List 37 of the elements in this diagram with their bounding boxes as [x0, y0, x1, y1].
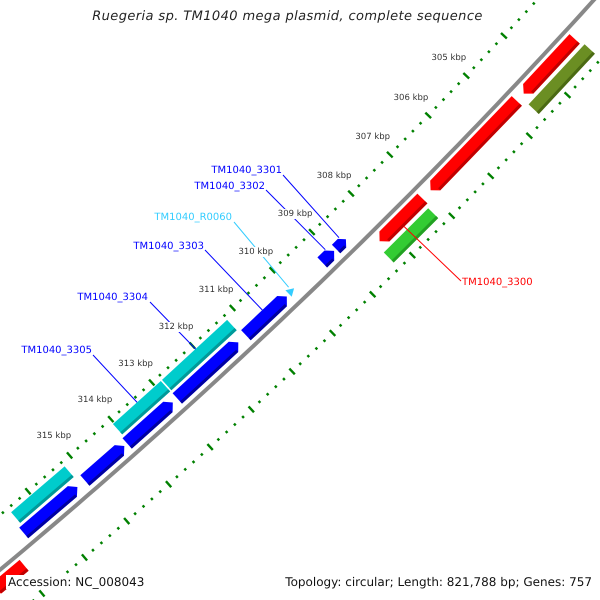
scale-label: 311 kbp [198, 284, 234, 295]
gene-feature [332, 238, 346, 254]
accession-text: Accession: NC_008043 [6, 575, 146, 589]
scale-label: 309 kbp [278, 208, 312, 219]
scale-label: 305 kbp [432, 53, 466, 64]
leader-line [92, 354, 138, 403]
gene-label: TM1040_3304 [77, 292, 148, 304]
gene-label: TM1040_R0060 [154, 212, 232, 224]
leader-line [282, 174, 340, 238]
scale-label: 313 kbp [118, 358, 153, 369]
scale-label: 308 kbp [316, 170, 352, 180]
title: Ruegeria sp. TM1040 mega plasmid, complete sequence [92, 9, 483, 24]
leader-line [234, 222, 290, 288]
scale-label: 314 kbp [78, 395, 112, 406]
gene-label: TM1040_3305 [21, 345, 92, 357]
gene-feature [430, 96, 522, 190]
scale-label: 312 kbp [158, 322, 194, 332]
scale-label: 306 kbp [394, 92, 428, 103]
gene-feature [317, 250, 334, 268]
leader-line [404, 226, 462, 282]
gene-feature [19, 486, 78, 538]
leader-line [204, 250, 263, 311]
gene-feature [172, 342, 238, 404]
gene-feature [384, 208, 438, 262]
gene-feature [528, 44, 595, 114]
scale-label: 307 kbp [355, 132, 390, 142]
scale-label: 310 kbp [238, 246, 274, 257]
scale-label: 315 kbp [36, 431, 72, 442]
gene-feature [80, 445, 124, 486]
gene-feature [241, 296, 287, 340]
summary-text: Topology: circular; Length: 821,788 bp; Genes: 757 [283, 575, 594, 589]
gene-feature [122, 402, 173, 449]
gene-label: TM1040_3303 [133, 241, 204, 253]
gene-label: TM1040_3302 [194, 181, 265, 193]
gene-label: TM1040_3300 [462, 277, 533, 289]
gene-label: TM1040_3301 [211, 165, 282, 177]
gene-feature [285, 288, 294, 297]
